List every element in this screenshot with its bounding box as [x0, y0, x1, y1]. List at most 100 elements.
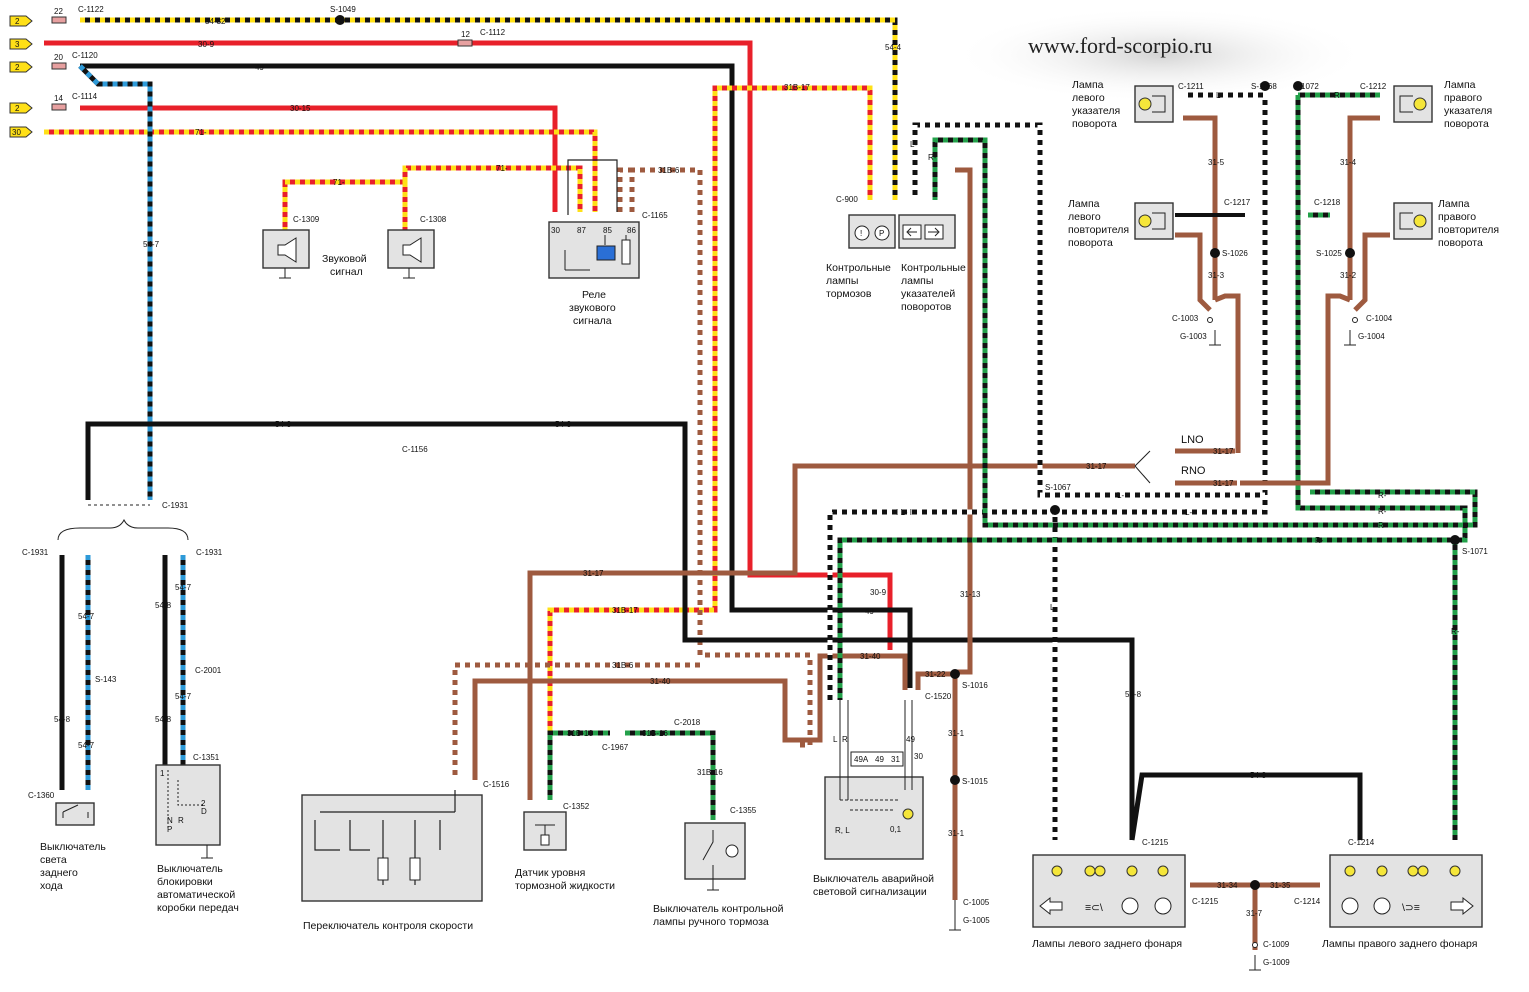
svg-text:LNO: LNO [1181, 434, 1204, 446]
left-repeater-label-3: повторителя [1068, 224, 1129, 236]
svg-text:RNO: RNO [1181, 465, 1206, 477]
left-repeater-label-4: поворота [1068, 237, 1113, 249]
svg-text:31-1: 31-1 [948, 729, 965, 738]
svg-text:C-1009: C-1009 [1263, 940, 1290, 949]
svg-text:S-1068: S-1068 [1251, 82, 1277, 91]
turn-lamps-label-2: лампы [901, 275, 933, 287]
svg-text:30-15: 30-15 [290, 104, 311, 113]
speed-control-switch: C-1516 [301, 780, 510, 902]
svg-text:20: 20 [54, 53, 63, 62]
svg-text:C-1212: C-1212 [1360, 82, 1387, 91]
svg-text:R, L: R, L [835, 826, 850, 835]
svg-text:C-1931: C-1931 [162, 501, 189, 510]
svg-text:49: 49 [875, 755, 884, 764]
svg-text:54-7: 54-7 [175, 692, 192, 701]
svg-text:I L- I: I L- I [896, 508, 912, 517]
right-repeater-label-2: правого [1438, 211, 1476, 223]
svg-text:54-7: 54-7 [78, 612, 95, 621]
svg-text:31-40: 31-40 [650, 677, 671, 686]
splice-s1015 [950, 775, 960, 785]
speed-control-label: Переключатель контроля скорости [303, 920, 473, 932]
right-repeater-label-1: Лампа [1438, 198, 1470, 210]
svg-text:86: 86 [627, 226, 636, 235]
handbrake-label-2: лампы ручного тормоза [653, 916, 769, 928]
svg-text:R: R [178, 816, 184, 825]
svg-text:31-13: 31-13 [960, 590, 981, 599]
svg-text:54-8: 54-8 [155, 715, 172, 724]
right-indicator-label-2: правого [1444, 92, 1482, 104]
ground-g1009: C-1009 G-1009 [1249, 940, 1290, 971]
svg-text:12: 12 [461, 30, 470, 39]
svg-text:G-1005: G-1005 [963, 916, 990, 925]
svg-text:C-1156: C-1156 [402, 445, 428, 454]
splice-s1016 [950, 669, 960, 679]
wire-30-15 [80, 105, 558, 212]
svg-text:S-143: S-143 [95, 675, 117, 684]
website-label: www.ford-scorpio.ru [1028, 33, 1212, 58]
svg-text:85: 85 [603, 226, 612, 235]
svg-text:31B-6: 31B-6 [612, 661, 634, 670]
splice-tail-ground [1250, 880, 1260, 890]
hazard-switch-label-1: Выключатель аварийной [813, 873, 934, 885]
svg-text:S-1025: S-1025 [1316, 249, 1342, 258]
svg-text:C-1967: C-1967 [602, 743, 629, 752]
svg-text:L: L [833, 735, 838, 744]
hazard-switch: 49A 49 31 R, L 0,1 L R 49 30 C-1520 [824, 692, 952, 860]
turn-lamps-label-3: указателей [901, 288, 955, 300]
svg-text:C-1005: C-1005 [963, 898, 990, 907]
brake-lamps-label-1: Контрольные [826, 262, 891, 274]
left-indicator-label-1: Лампа [1072, 79, 1104, 91]
connector-bracket [57, 518, 189, 541]
svg-text:31-7: 31-7 [1246, 909, 1263, 918]
svg-text:R-: R- [928, 153, 937, 162]
inline-fuse: 12 C-1112 [457, 28, 506, 47]
reverse-switch-label-3: заднего [40, 867, 78, 879]
svg-text:49: 49 [906, 735, 915, 744]
svg-text:C-1360: C-1360 [28, 791, 55, 800]
svg-text:31B-17: 31B-17 [612, 606, 638, 615]
svg-text:54-7: 54-7 [143, 240, 160, 249]
svg-text:C-1351: C-1351 [193, 753, 220, 762]
svg-text:30: 30 [12, 128, 21, 137]
svg-text:S-1016: S-1016 [962, 681, 988, 690]
svg-text:54-8: 54-8 [54, 715, 71, 724]
wire-71 [44, 129, 598, 212]
svg-text:30: 30 [914, 752, 923, 761]
relay-label-1: Реле [582, 289, 606, 301]
inhibitor-label-3: автоматической [157, 889, 235, 901]
svg-text:54-8: 54-8 [1250, 771, 1267, 780]
svg-text:0,1: 0,1 [890, 825, 902, 834]
svg-text:71-: 71- [195, 128, 207, 137]
wire-31-13 [952, 167, 973, 900]
svg-text:C-1218: C-1218 [1314, 198, 1341, 207]
svg-text:3: 3 [15, 40, 20, 49]
svg-text:G-1003: G-1003 [1180, 332, 1207, 341]
svg-text:R-: R- [1451, 627, 1460, 636]
svg-text:C-1211: C-1211 [1178, 82, 1204, 91]
svg-text:54-8: 54-8 [275, 420, 292, 429]
wire-labels: 54-4 31B-17 71- 71- 31B-6 54-7 54-8 54-8… [22, 43, 1460, 918]
svg-text:C-1352: C-1352 [563, 802, 590, 811]
splice-s1072 [1293, 81, 1303, 91]
svg-text:31B-17: 31B-17 [784, 83, 810, 92]
brake-lamps-label-2: лампы [826, 275, 858, 287]
svg-text:C-1931: C-1931 [196, 548, 223, 557]
svg-text:L-: L- [910, 140, 917, 149]
handbrake-label-1: Выключатель контрольной [653, 903, 784, 915]
svg-text:R: R [842, 735, 848, 744]
svg-text:D: D [201, 807, 207, 816]
svg-text:30-9: 30-9 [198, 40, 215, 49]
svg-text:31-22: 31-22 [925, 670, 946, 679]
splice-s1049 [335, 15, 345, 25]
svg-text:31-3: 31-3 [1208, 271, 1225, 280]
fuse-row-2: 3 30-9 [9, 38, 215, 50]
svg-text:31B-16: 31B-16 [642, 729, 668, 738]
svg-text:2: 2 [201, 799, 206, 808]
svg-text:C-1114: C-1114 [72, 92, 98, 101]
left-repeater-label-2: левого [1068, 211, 1101, 223]
ground-g1004: C-1004 G-1004 [1344, 314, 1393, 346]
turn-indicator-lamps [898, 214, 956, 249]
svg-text:G-1009: G-1009 [1263, 958, 1290, 967]
svg-text:31-17: 31-17 [1213, 479, 1234, 488]
left-indicator-label-3: указателя [1072, 105, 1120, 117]
